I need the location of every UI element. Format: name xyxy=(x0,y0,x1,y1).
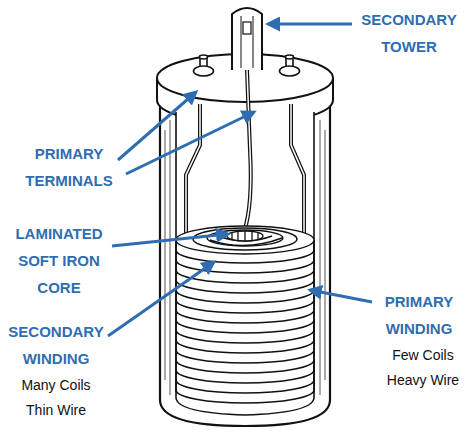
leader-arrow xyxy=(108,262,214,336)
leader-arrow xyxy=(112,234,228,246)
leader-arrow xyxy=(118,92,196,160)
leader-arrow xyxy=(310,290,372,302)
part-name: SECONDARY WINDING xyxy=(0,318,112,372)
part-name: LAMINATED SOFT IRON CORE xyxy=(4,220,114,301)
part-note: Many Coils Thin Wire xyxy=(14,373,98,423)
part-note: Few Coils Heavy Wire xyxy=(378,343,468,393)
cutaway-edge xyxy=(176,112,314,415)
can-body xyxy=(160,100,330,426)
secondary-winding xyxy=(176,226,314,254)
leader-arrows xyxy=(108,24,372,336)
leader-arrow xyxy=(126,112,254,174)
lead-wires xyxy=(186,70,304,236)
part-name: SECONDARY TOWER xyxy=(350,6,468,60)
part-name: PRIMARY WINDING xyxy=(366,288,472,342)
leader-arrow xyxy=(268,23,352,26)
primary-winding xyxy=(176,240,314,403)
iron-core xyxy=(227,231,263,241)
part-name: PRIMARY TERMINALS xyxy=(10,140,128,194)
secondary-tower xyxy=(232,8,262,70)
can-wall-shading xyxy=(165,120,325,395)
